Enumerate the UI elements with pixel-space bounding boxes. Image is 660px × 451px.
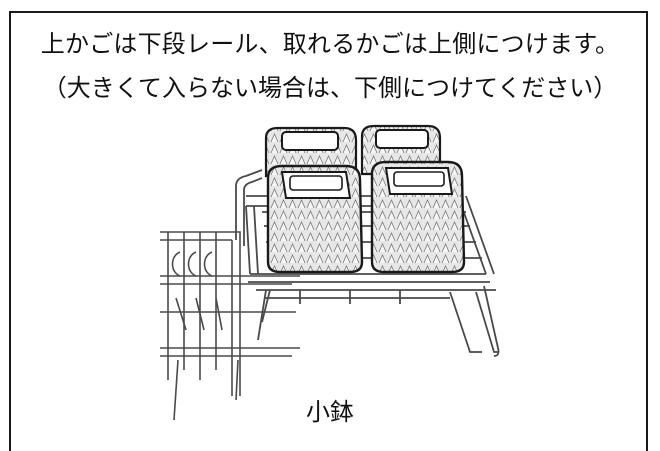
instruction-text-line1: 上かごは下段レール、取れるかごは上側につけます。 (40, 30, 620, 58)
small-bowl-back-left (264, 126, 358, 178)
instruction-text-line2: （大きくて入らない場合は、下側につけてください） (42, 74, 618, 102)
dish-rack-illustration (160, 124, 500, 421)
small-bowl-front-right (370, 160, 466, 274)
lower-basket (160, 231, 300, 421)
illustration-caption: 小鉢 (306, 398, 354, 426)
small-bowl-front-left (266, 164, 364, 274)
